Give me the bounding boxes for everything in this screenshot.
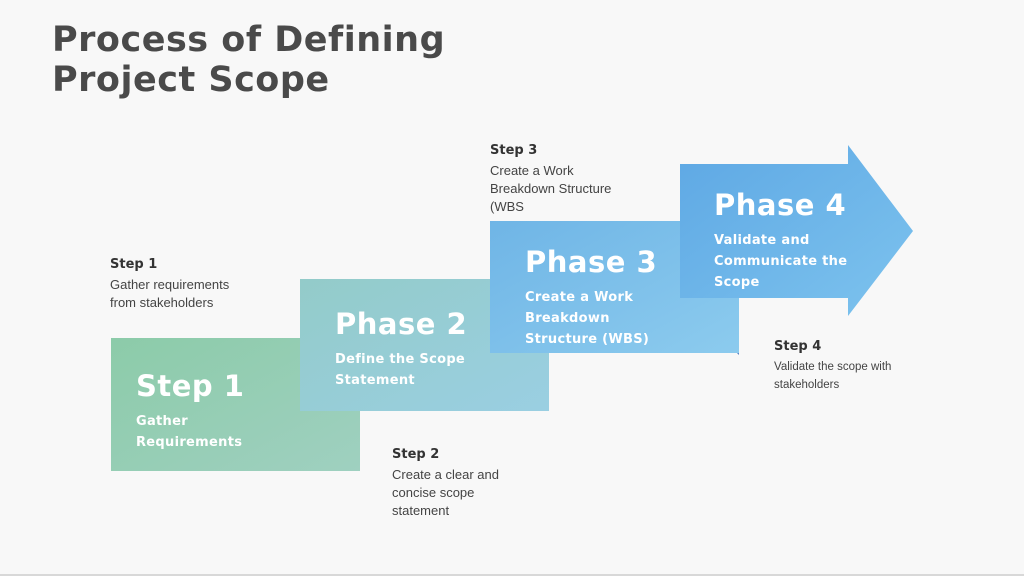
note-step-4: Step 4 Validate the scope with stakehold… xyxy=(774,338,891,394)
note-3-body: Create a Work Breakdown Structure (WBS xyxy=(490,163,612,214)
title-line-1: Process of Defining xyxy=(52,20,446,60)
block-1-heading: Step 1 xyxy=(136,369,245,403)
note-step-2: Step 2 Create a clear and concise scope … xyxy=(392,446,499,520)
block-3-heading: Phase 3 xyxy=(525,245,658,279)
note-2-heading: Step 2 xyxy=(392,447,440,462)
note-1-heading: Step 1 xyxy=(110,257,158,272)
block-phase-4-arrow xyxy=(680,145,913,316)
block-1-text: Step 1 Gather Requirements xyxy=(136,369,244,453)
block-2-heading: Phase 2 xyxy=(335,307,468,341)
note-1-body: Gather requirements from stakeholders xyxy=(110,277,230,310)
bottom-divider xyxy=(0,574,1024,576)
note-4-heading: Step 4 xyxy=(774,339,822,354)
title-line-2: Project Scope xyxy=(52,60,330,100)
note-2-body: Create a clear and concise scope stateme… xyxy=(392,467,499,518)
block-4-heading: Phase 4 xyxy=(714,188,847,222)
block-3-text: Phase 3 Create a Work Breakdown Structur… xyxy=(525,245,657,350)
block-1-subtitle: Gather Requirements xyxy=(136,414,243,450)
note-3-heading: Step 3 xyxy=(490,143,538,158)
note-step-1: Step 1 Gather requirements from stakehol… xyxy=(110,256,229,312)
note-step-3: Step 3 Create a Work Breakdown Structure… xyxy=(490,142,611,216)
note-4-body: Validate the scope with stakeholders xyxy=(774,361,892,391)
page-title: Process of Defining Project Scope xyxy=(52,20,445,100)
block-2-text: Phase 2 Define the Scope Statement xyxy=(335,307,467,391)
block-3-subtitle: Create a Work Breakdown Structure (WBS) xyxy=(525,290,650,347)
block-4-subtitle: Validate and Communicate the Scope xyxy=(714,233,848,290)
block-2-subtitle: Define the Scope Statement xyxy=(335,352,466,388)
block-4-text: Phase 4 Validate and Communicate the Sco… xyxy=(714,188,847,293)
